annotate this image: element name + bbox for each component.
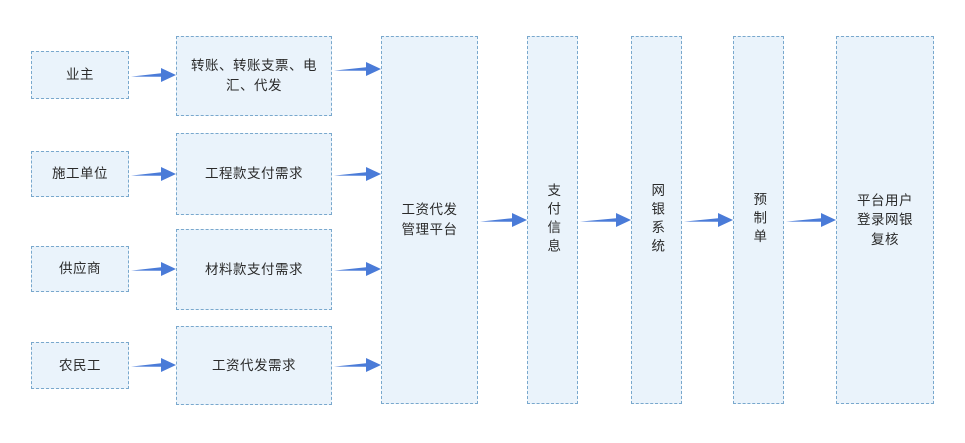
node-supplier-label: 供应商 <box>59 261 101 277</box>
arrow-online-banking-system-to-prefabricated-order <box>684 212 733 228</box>
node-salary-payment-demand[interactable]: 工资代发需求 <box>176 326 332 405</box>
node-transfer-methods[interactable]: 转账、转账支票、电汇、代发 <box>176 36 332 116</box>
node-material-payment-demand[interactable]: 材料款支付需求 <box>176 229 332 310</box>
node-migrant-worker[interactable]: 农民工 <box>31 342 129 389</box>
arrow-owner-to-transfer-methods <box>131 67 176 83</box>
node-platform[interactable]: 工资代发管理平台 <box>381 36 478 404</box>
node-construction-unit-label: 施工单位 <box>52 166 108 182</box>
arrow-supplier-to-material-payment-demand <box>131 261 176 277</box>
node-user-review-label: 平台用户登录网银复核 <box>857 192 913 247</box>
arrow-project-payment-demand-to-platform <box>334 166 381 182</box>
arrow-prefabricated-order-to-user-review <box>786 212 836 228</box>
node-owner-label: 业主 <box>66 67 94 83</box>
node-platform-label: 工资代发管理平台 <box>401 202 458 237</box>
node-supplier[interactable]: 供应商 <box>31 246 129 292</box>
arrow-platform-to-payment-info <box>480 212 527 228</box>
arrow-transfer-methods-to-platform <box>334 61 381 77</box>
node-payment-info-label: 支付信息 <box>545 183 561 257</box>
node-prefabricated-order[interactable]: 预制单 <box>733 36 784 404</box>
node-online-banking-system-label: 网银系统 <box>649 183 665 257</box>
node-migrant-worker-label: 农民工 <box>59 357 101 373</box>
node-material-payment-demand-label: 材料款支付需求 <box>205 261 303 277</box>
arrow-construction-unit-to-project-payment-demand <box>131 166 176 182</box>
arrow-salary-payment-demand-to-platform <box>334 357 381 373</box>
node-payment-info[interactable]: 支付信息 <box>527 36 578 404</box>
node-owner[interactable]: 业主 <box>31 51 129 99</box>
arrow-payment-info-to-online-banking-system <box>580 212 631 228</box>
arrow-material-payment-demand-to-platform <box>334 261 381 277</box>
node-construction-unit[interactable]: 施工单位 <box>31 151 129 197</box>
node-user-review[interactable]: 平台用户登录网银复核 <box>836 36 934 404</box>
node-transfer-methods-label: 转账、转账支票、电汇、代发 <box>191 58 317 93</box>
node-online-banking-system[interactable]: 网银系统 <box>631 36 682 404</box>
arrow-migrant-worker-to-salary-payment-demand <box>131 357 176 373</box>
node-project-payment-demand[interactable]: 工程款支付需求 <box>176 133 332 215</box>
node-project-payment-demand-label: 工程款支付需求 <box>205 166 303 182</box>
node-prefabricated-order-label: 预制单 <box>751 192 767 248</box>
node-salary-payment-demand-label: 工资代发需求 <box>212 357 296 373</box>
